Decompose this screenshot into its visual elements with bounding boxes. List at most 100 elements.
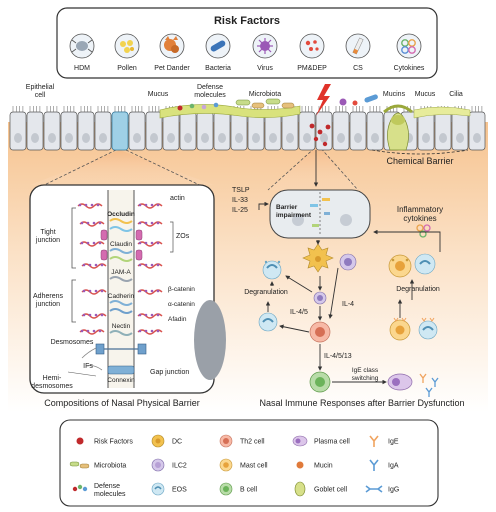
zoom-fan-right bbox=[268, 145, 360, 190]
legend-label: Mast cell bbox=[240, 463, 268, 470]
adherens-junction-bracket bbox=[71, 279, 76, 323]
legend-mast-icon bbox=[219, 458, 233, 472]
legend-def-icon bbox=[72, 484, 88, 492]
label-il45: IL-4/5 bbox=[290, 309, 308, 316]
label-desmosomes: Desmosomes bbox=[51, 339, 94, 346]
legend-mucin-icon bbox=[296, 461, 304, 469]
epithelial-cell bbox=[9, 106, 27, 151]
label-il25: IL-25 bbox=[232, 207, 248, 214]
label-connexin: Connexin bbox=[107, 377, 135, 384]
eosinophil-right bbox=[414, 253, 436, 275]
label-cilia: Cilia bbox=[449, 91, 463, 98]
nucleus bbox=[194, 300, 226, 380]
legend-plasma-icon bbox=[292, 435, 308, 447]
actin-filament-left bbox=[77, 203, 103, 209]
legend-th2-icon bbox=[219, 434, 233, 448]
epithelial-cell bbox=[315, 106, 333, 151]
risk-label-cytokines: Cytokines bbox=[394, 65, 425, 72]
connexin-channel bbox=[107, 365, 135, 375]
pm-dep-icon bbox=[299, 33, 325, 59]
bacteria-icon bbox=[205, 33, 231, 59]
ige-antibody-icons bbox=[419, 373, 439, 397]
risk-label-pet-dander: Pet Dander bbox=[154, 65, 190, 72]
chemical-barrier-brace bbox=[371, 149, 469, 155]
physical-barrier-caption: Compositions of Nasal Physical Barrier bbox=[44, 398, 200, 408]
epithelial-cell bbox=[366, 106, 384, 151]
zo-protein bbox=[100, 249, 108, 261]
broken-junction-icons bbox=[310, 198, 330, 227]
actin-filament-right bbox=[137, 221, 163, 227]
actin-filament-left bbox=[79, 241, 105, 247]
goblet-cell bbox=[383, 104, 413, 151]
pet-dander-icon bbox=[159, 33, 185, 59]
epithelial-cell bbox=[230, 106, 248, 151]
legend-b-icon bbox=[219, 482, 233, 496]
label-jam-a: JAM-A bbox=[111, 269, 131, 276]
actin-filament-right bbox=[137, 241, 163, 247]
zoom-fan-left bbox=[30, 150, 214, 185]
mucus-layer-left bbox=[159, 102, 301, 119]
ilc2-cell-small bbox=[313, 291, 327, 305]
label-afadin: Afadin bbox=[168, 316, 187, 323]
label-degranulation-left: Degranulation bbox=[244, 289, 288, 296]
label-degranulation-right: Degranulation bbox=[396, 286, 440, 293]
eosinophil-left bbox=[262, 260, 282, 280]
legend-label: DC bbox=[172, 439, 182, 446]
label-mucins: Mucins bbox=[383, 91, 406, 98]
cadherin-strand bbox=[109, 300, 133, 306]
label-cadherin: Cadherin bbox=[108, 293, 135, 300]
legend-goblet-icon bbox=[294, 481, 306, 497]
b-cell bbox=[309, 371, 331, 393]
mucus-layer-right bbox=[413, 106, 471, 119]
actin-filament-left bbox=[81, 263, 107, 269]
junction-proteins bbox=[77, 203, 163, 375]
epithelial-cell bbox=[26, 106, 44, 151]
occludin-strand bbox=[109, 226, 133, 232]
label-ige-class: IgE class bbox=[352, 367, 379, 374]
risk-label-hdm: HDM bbox=[74, 65, 90, 72]
epithelial-cell bbox=[43, 106, 61, 151]
label-hemi-desmosomes: Hemi-desmosomes bbox=[31, 375, 73, 390]
legend-label: Microbiota bbox=[94, 463, 126, 470]
legend-ilc2-icon bbox=[151, 458, 165, 472]
label-chemical-barrier: Chemical Barrier bbox=[386, 156, 453, 166]
zoom-line-right-b bbox=[317, 144, 359, 191]
immune-caption: Nasal Immune Responses after Barrier Dys… bbox=[259, 398, 464, 408]
legend-label: Goblet cell bbox=[314, 487, 348, 494]
actin-filament-right bbox=[137, 313, 163, 319]
label-claudin: Claudin bbox=[110, 241, 132, 248]
legend-label: IgA bbox=[388, 463, 399, 470]
legend-igg-icon bbox=[365, 485, 383, 493]
label-impairment: impairment bbox=[276, 212, 312, 219]
virus-icon bbox=[252, 33, 278, 59]
claudin-strand bbox=[109, 256, 133, 262]
label-cytokines: cytokines bbox=[403, 214, 436, 223]
physical-barrier-panel bbox=[29, 184, 226, 394]
epithelial-cell bbox=[128, 106, 146, 151]
jam-a-strand bbox=[109, 276, 133, 282]
legend-label: Mucin bbox=[314, 463, 333, 470]
zo-protein bbox=[135, 249, 143, 261]
actin-filament-left bbox=[81, 289, 107, 295]
label-alpha-catenin: α-catenin bbox=[168, 301, 195, 308]
legend-label: Plasma cell bbox=[314, 439, 350, 446]
legend-label: IgG bbox=[388, 487, 399, 494]
legend-label: Risk Factors bbox=[94, 439, 133, 446]
label-beta-catenin: β-catenin bbox=[168, 286, 195, 293]
legend-ige-icon bbox=[369, 435, 379, 447]
lightning-icon bbox=[316, 84, 331, 116]
immune-panel: TSLP IL-33 IL-25 Barrier impairment Infl… bbox=[232, 150, 465, 408]
label-il4513: IL-4/5/13 bbox=[324, 353, 352, 360]
actin-filament-right bbox=[137, 329, 163, 335]
pollen-icon bbox=[114, 33, 140, 59]
tight-junction-bracket bbox=[71, 207, 76, 269]
zoom-line-left-b bbox=[125, 149, 211, 191]
label-mucus-right: Mucus bbox=[415, 91, 436, 98]
risk-label-pollen: Pollen bbox=[117, 65, 137, 72]
mast-cell-top bbox=[388, 254, 412, 278]
dc-cell bbox=[302, 243, 334, 273]
